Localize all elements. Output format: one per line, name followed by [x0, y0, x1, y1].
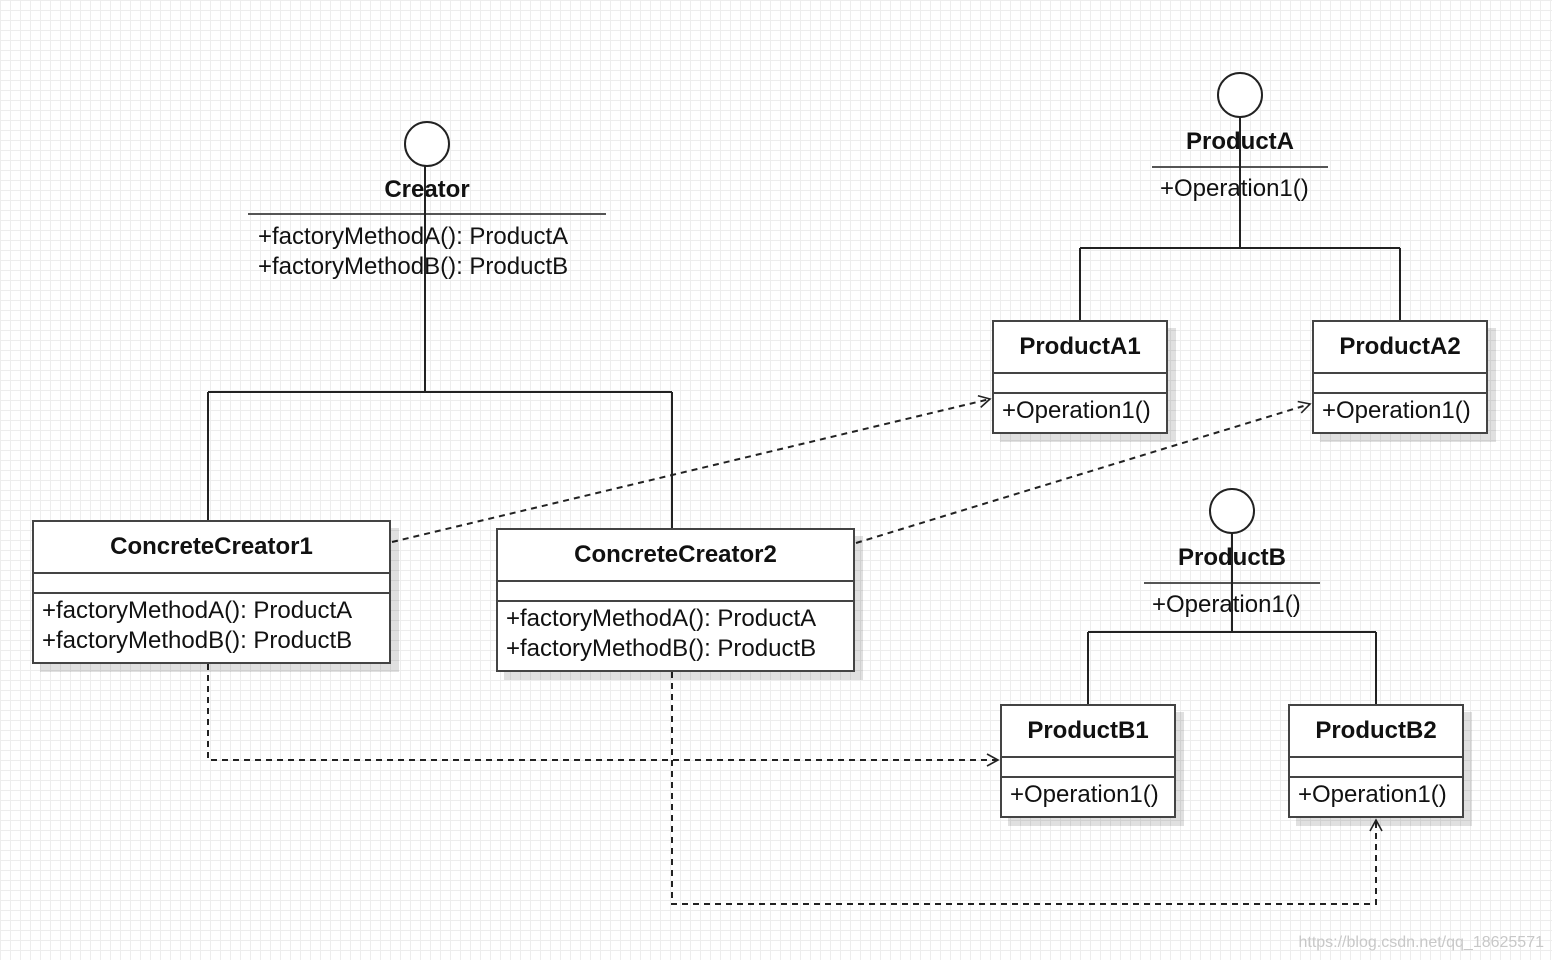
producta-interface-operation: +Operation1() [1160, 175, 1309, 202]
dependency-cc2-to-producta2 [855, 400, 1312, 544]
operation: +factoryMethodB(): ProductB [42, 627, 353, 654]
class-name: ProductB1 [1002, 706, 1174, 758]
creator-operation-b: +factoryMethodB(): ProductB [258, 253, 569, 280]
class-attributes [1290, 758, 1462, 778]
operation: +Operation1() [1010, 781, 1159, 808]
productb-interface-name: ProductB [1178, 544, 1286, 571]
class-attributes [34, 574, 389, 594]
class-concrete-creator-1[interactable]: ConcreteCreator1 +factoryMethodA(): Prod… [32, 520, 391, 664]
class-product-a1[interactable]: ProductA1 +Operation1() [992, 320, 1168, 434]
operation: +factoryMethodB(): ProductB [506, 635, 817, 662]
class-product-a2[interactable]: ProductA2 +Operation1() [1312, 320, 1488, 434]
productb-interface-operation: +Operation1() [1152, 591, 1301, 618]
class-name: ProductA2 [1314, 322, 1486, 374]
operation: +factoryMethodA(): ProductA [506, 605, 817, 632]
dependency-cc2-to-productb2 [671, 672, 1383, 905]
class-product-b2[interactable]: ProductB2 +Operation1() [1288, 704, 1464, 818]
productb-interface-icon [1209, 488, 1255, 534]
producta-interface-divider [1152, 166, 1328, 168]
class-name: ProductB2 [1290, 706, 1462, 758]
class-operations: +Operation1() [994, 394, 1166, 428]
class-operations: +factoryMethodA(): ProductA +factoryMeth… [498, 602, 853, 666]
operation: +Operation1() [1002, 397, 1151, 424]
class-name: ConcreteCreator1 [34, 522, 389, 574]
class-concrete-creator-2[interactable]: ConcreteCreator2 +factoryMethodA(): Prod… [496, 528, 855, 672]
class-attributes [994, 374, 1166, 394]
productb-interface-divider [1144, 582, 1320, 584]
producta-interface-icon [1217, 72, 1263, 118]
class-product-b1[interactable]: ProductB1 +Operation1() [1000, 704, 1176, 818]
operation: +Operation1() [1322, 397, 1471, 424]
watermark-text: https://blog.csdn.net/qq_18625571 [1298, 934, 1544, 951]
operation: +factoryMethodA(): ProductA [42, 597, 353, 624]
class-attributes [498, 582, 853, 602]
creator-realization-line [207, 166, 673, 528]
class-operations: +Operation1() [1290, 778, 1462, 812]
class-attributes [1002, 758, 1174, 778]
creator-interface-icon [404, 121, 450, 167]
class-operations: +Operation1() [1002, 778, 1174, 812]
dependency-cc1-to-producta1 [391, 394, 992, 543]
class-name: ProductA1 [994, 322, 1166, 374]
class-attributes [1314, 374, 1486, 394]
producta-interface-name: ProductA [1186, 128, 1294, 155]
dependency-cc1-to-productb1 [207, 664, 1000, 767]
class-operations: +Operation1() [1314, 394, 1486, 428]
class-name: ConcreteCreator2 [498, 530, 853, 582]
creator-interface-divider [248, 213, 606, 215]
operation: +Operation1() [1298, 781, 1447, 808]
creator-interface-name: Creator [384, 176, 470, 203]
class-operations: +factoryMethodA(): ProductA +factoryMeth… [34, 594, 389, 658]
creator-operation-a: +factoryMethodA(): ProductA [258, 223, 569, 250]
